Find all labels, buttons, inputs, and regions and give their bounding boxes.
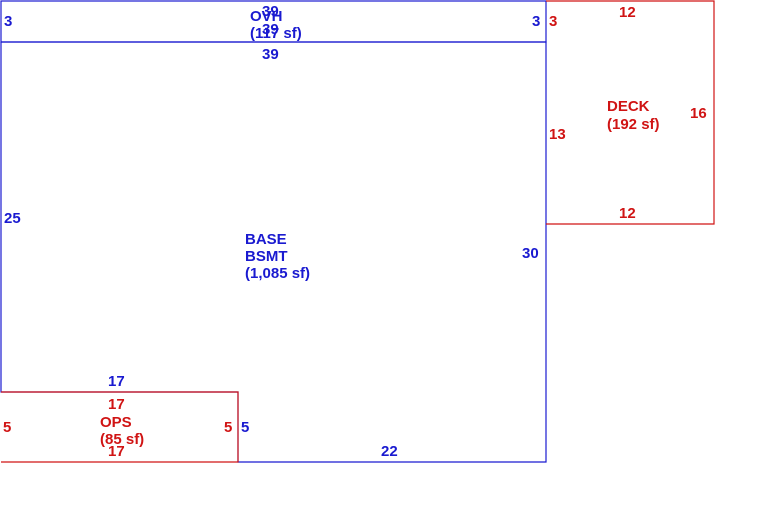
deck-name: DECK (607, 98, 650, 115)
base-dim-step-side: 5 (241, 419, 249, 436)
deck-dim-top-left: 3 (549, 13, 557, 30)
base-dim-step-top: 17 (108, 373, 125, 390)
deck-dim-right: 16 (690, 105, 707, 122)
ops-dim-left: 5 (3, 419, 11, 436)
base-area: (1,085 sf) (245, 265, 310, 282)
ops-outline (1, 391, 239, 463)
ovh-name: OVH (250, 8, 283, 25)
ovh-dim-bottom: 39 (262, 46, 279, 63)
ops-area: (85 sf) (100, 431, 144, 448)
ovh-area: (117 sf) (250, 25, 302, 42)
base-dim-right: 30 (522, 245, 539, 262)
deck-outline (546, 0, 715, 225)
base-name-line2: BSMT (245, 248, 288, 265)
ops-dim-right: 5 (224, 419, 232, 436)
ovh-dim-top: 39 (262, 3, 279, 20)
deck-dim-top: 12 (619, 4, 636, 21)
base-name-line1: BASE (245, 231, 287, 248)
deck-dim-bottom: 12 (619, 205, 636, 222)
base-dim-bottom: 22 (381, 443, 398, 460)
ovh-outline (0, 0, 547, 43)
ops-dim-bottom: 17 (108, 443, 125, 460)
deck-area: (192 sf) (607, 116, 660, 133)
base-dim-left: 25 (4, 210, 21, 227)
ops-dim-top: 17 (108, 396, 125, 413)
ovh-dim-top-overlap: 39 (262, 21, 279, 38)
ovh-dim-right: 3 (532, 13, 540, 30)
ovh-dim-left: 3 (4, 13, 12, 30)
deck-dim-left: 13 (549, 126, 566, 143)
ops-name: OPS (100, 414, 132, 431)
